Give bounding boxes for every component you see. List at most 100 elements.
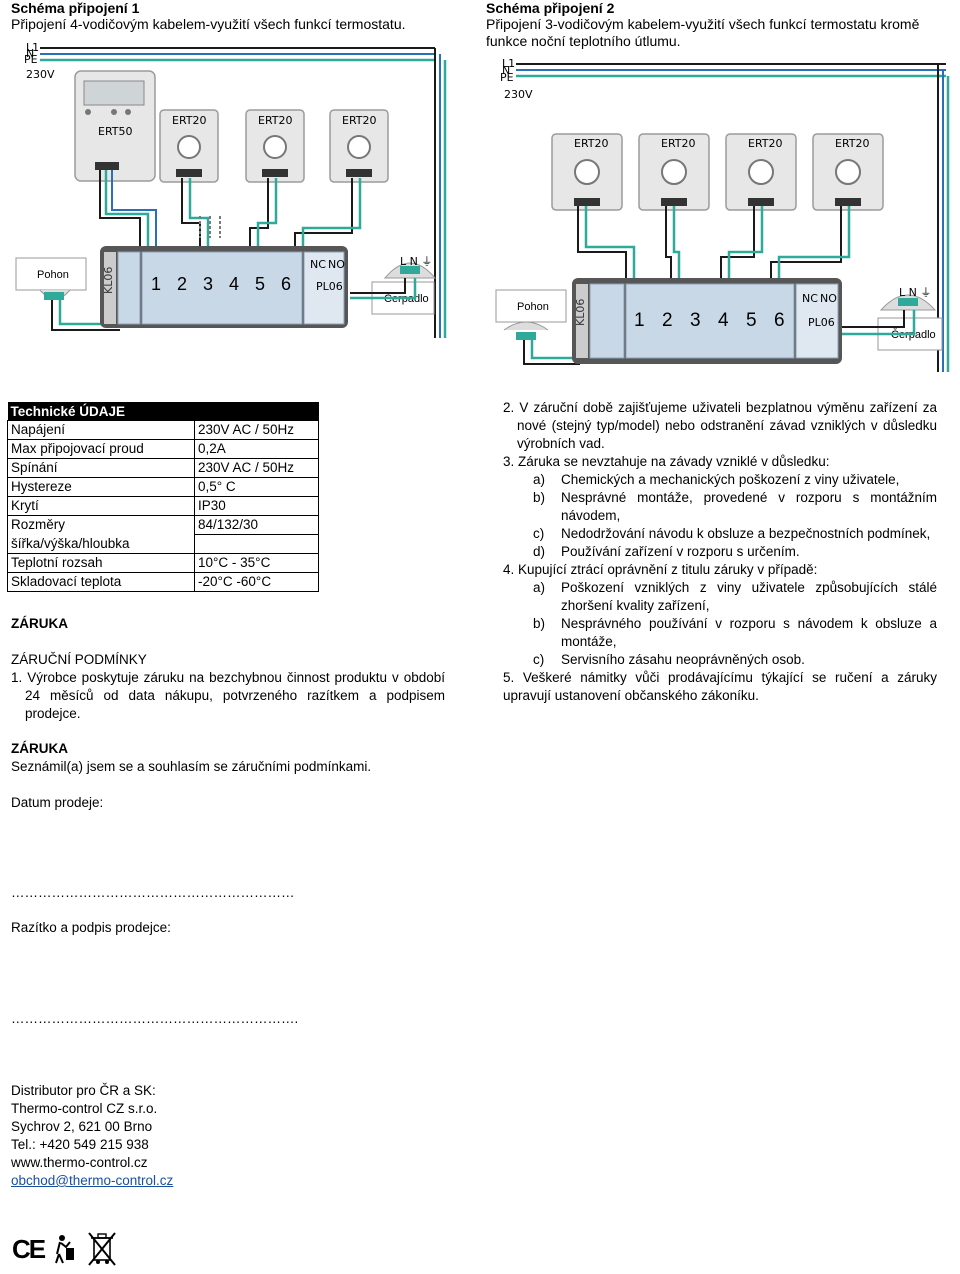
warranty-item-5: 5. Veškeré námitky vůči prodávajícímu tý…: [503, 670, 937, 703]
svg-text:5: 5: [255, 274, 265, 294]
ert20-thermostat-1: ERT20: [159, 109, 219, 183]
ert20-thermostat-2: ERT20: [245, 109, 305, 183]
list-item: c)Servisního zásahu neoprávněných osob.: [533, 652, 805, 667]
schema2-subtitle-line2: funkce noční teplotního útlumu.: [486, 33, 681, 49]
weee-crossed-bin-icon: [88, 1232, 116, 1266]
warranty-items-right: 2. V záruční době zajišťujeme uživateli …: [503, 399, 937, 705]
kl06-controller: KL06 1 2 3 4 5 6 NC NO PL06: [572, 278, 842, 364]
warranty-item-4: 4. Kupující ztrácí oprávnění z titulu zá…: [503, 562, 818, 577]
date-of-sale-label: Datum prodeje:: [11, 795, 104, 810]
line-n-label: N: [26, 47, 34, 60]
svg-text:6: 6: [281, 274, 291, 294]
svg-text:1: 1: [151, 274, 161, 294]
svg-text:3: 3: [690, 310, 701, 331]
list-item: c)Nedodržování návodu k obsluze a bezpeč…: [533, 526, 931, 541]
warranty-item-1: 1. Výrobce poskytuje záruku na bezchybno…: [11, 670, 445, 721]
svg-text:5: 5: [746, 310, 757, 331]
line-n-label: N: [502, 64, 510, 77]
warranty-agree-text: Seznámil(a) jsem se a souhlasím se záruč…: [11, 759, 372, 774]
svg-text:2: 2: [662, 310, 673, 331]
svg-text:PL06: PL06: [316, 280, 343, 293]
pohon-actuator: Pohon: [15, 257, 87, 300]
ert20-thermostat-3: ERT20: [329, 109, 389, 183]
line-l1-label: L1: [26, 41, 39, 54]
ert50-label: ERT50: [98, 125, 133, 138]
svg-text:ERT20: ERT20: [342, 114, 377, 127]
svg-text:ERT20: ERT20: [835, 137, 870, 150]
ert20-thermostat-1: ERT20: [551, 133, 623, 211]
table-row: šířka/výška/hloubka: [7, 534, 319, 554]
svg-text:NO: NO: [820, 292, 837, 305]
schema1-subtitle: Připojení 4-vodičovým kabelem-využití vš…: [11, 16, 406, 32]
table-row: Skladovací teplota-20°C -60°C: [7, 572, 319, 592]
warranty-heading-2: ZÁRUKA: [11, 741, 68, 756]
distributor-phone: Tel.: +420 549 215 938: [11, 1137, 149, 1152]
distributor-label: Distributor pro ČR a SK:: [11, 1083, 156, 1098]
pohon-actuator: Pohon: [495, 289, 567, 340]
warranty-item-2: 2. V záruční době zajišťujeme uživateli …: [503, 400, 937, 451]
ert50-thermostat: ERT50: [74, 70, 156, 182]
stamp-signature-label: Razítko a podpis prodejce:: [11, 920, 171, 935]
svg-text:ERT20: ERT20: [172, 114, 207, 127]
svg-text:ERT20: ERT20: [258, 114, 293, 127]
warranty-conditions-heading: ZÁRUČNÍ PODMÍNKY: [11, 652, 147, 667]
svg-text:KL06: KL06: [102, 267, 115, 294]
ert20-thermostat-4: ERT20: [812, 133, 884, 211]
svg-text:NC: NC: [310, 258, 326, 271]
line-pe-label: PE: [24, 53, 38, 66]
ert20-thermostat-3: ERT20: [725, 133, 797, 211]
distributor-block: Distributor pro ČR a SK: Thermo-control …: [11, 1082, 173, 1190]
line-l1-label: L1: [502, 57, 515, 70]
schema2-title: Schéma připojení 2: [486, 0, 615, 16]
distributor-website: www.thermo-control.cz: [11, 1155, 148, 1170]
tidyman-recycle-icon: [55, 1235, 74, 1264]
svg-text:1: 1: [634, 310, 645, 331]
voltage-label: 230V: [504, 88, 533, 101]
wiring-diagram-1: L1 N PE 230V ERT50 ERT20 ERT20 ERT20: [15, 41, 447, 338]
tech-table-header: Technické ÚDAJE: [7, 402, 319, 421]
list-item: d)Používání zařízení v rozporu s určením…: [533, 544, 800, 559]
list-item: a)Chemických a mechanických poškození z …: [533, 472, 900, 487]
kl06-controller: KL06 1 2 3 4 5 6 NC NO PL06: [100, 246, 348, 328]
svg-text:NC: NC: [802, 292, 818, 305]
svg-text:Pohon: Pohon: [37, 269, 69, 281]
ert20-thermostat-2: ERT20: [638, 133, 710, 211]
distributor-email-link[interactable]: obchod@thermo-control.cz: [11, 1173, 174, 1188]
line-pe-label: PE: [500, 71, 514, 84]
wiring-diagram-2: L1 N PE 230V ERT20 ERT20 ERT20 ERT20 Poh…: [495, 57, 950, 372]
warranty-heading: ZÁRUKA: [11, 616, 68, 631]
cerpadlo-pump: L N ⏚ Čerpadlo: [877, 286, 943, 351]
svg-text:Pohon: Pohon: [517, 301, 549, 313]
svg-text:ERT20: ERT20: [748, 137, 783, 150]
svg-text:KL06: KL06: [574, 299, 587, 326]
svg-text:4: 4: [229, 274, 239, 294]
stamp-signature-dots: ……………………………………………………….: [11, 1011, 299, 1026]
list-item: b)Nesprávného používání v rozporu s návo…: [533, 616, 937, 649]
svg-text:PL06: PL06: [808, 316, 835, 329]
voltage-label: 230V: [26, 68, 55, 81]
cerpadlo-pump: L N ⏚ Čerpadlo: [371, 255, 437, 315]
svg-text:NO: NO: [328, 258, 345, 271]
svg-text:2: 2: [177, 274, 187, 294]
warranty-item-3: 3. Záruka se nevztahuje na závady vznikl…: [503, 454, 830, 469]
distributor-company: Thermo-control CZ s.r.o.: [11, 1101, 158, 1116]
ce-mark-icon: CE: [12, 1234, 46, 1264]
svg-text:L N ⏚: L N ⏚: [899, 286, 931, 299]
svg-text:ERT20: ERT20: [661, 137, 696, 150]
list-item: a)Poškození vzniklých z viny uživatele z…: [533, 580, 937, 613]
svg-text:6: 6: [774, 310, 785, 331]
date-of-sale-dots: ………………………………………………………: [11, 885, 295, 900]
schema2-subtitle-line1: Připojení 3-vodičovým kabelem-využití vš…: [486, 16, 920, 32]
svg-text:4: 4: [718, 310, 729, 331]
distributor-address: Sychrov 2, 621 00 Brno: [11, 1119, 153, 1134]
list-item: b)Nesprávné montáže, provedené v rozporu…: [533, 490, 937, 523]
svg-text:L N ⏚: L N ⏚: [400, 255, 432, 268]
